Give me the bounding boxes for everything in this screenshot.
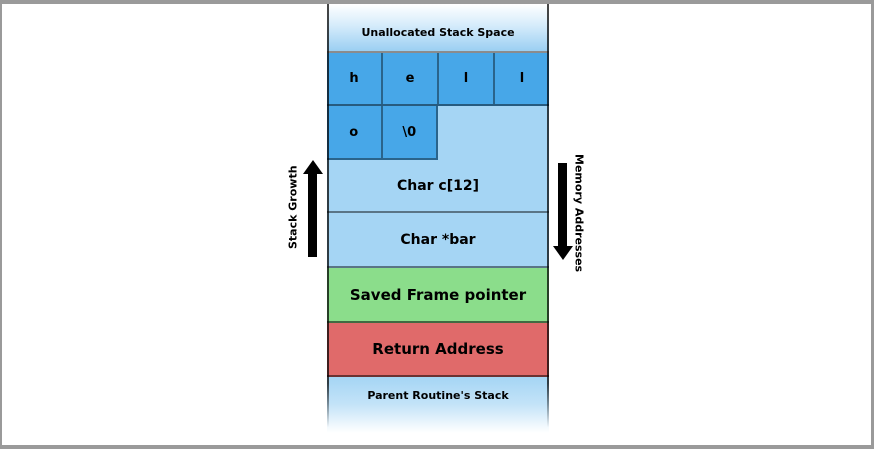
buffer-cell-l2: l xyxy=(519,71,525,86)
saved-frame-pointer-label: Saved Frame pointer xyxy=(349,285,527,304)
char-pointer-label: Char *bar xyxy=(400,231,476,248)
char-pointer-section: Char *bar xyxy=(327,213,549,268)
unallocated-stack-space-label: Unallocated Stack Space xyxy=(361,26,515,39)
char-array-section: o \0 Char c[12] xyxy=(327,106,549,213)
stack-growth-arrow-up-icon xyxy=(303,160,323,174)
buffer-cell-null: \0 xyxy=(382,106,438,160)
saved-frame-pointer-section: Saved Frame pointer xyxy=(327,268,549,323)
memory-addresses-arrow-down-icon xyxy=(553,246,573,260)
memory-addresses-arrow-shaft xyxy=(558,163,567,247)
parent-routine-stack-section: Parent Routine's Stack xyxy=(327,377,549,445)
char-array-label: Char c[12] xyxy=(396,177,480,194)
return-address-label: Return Address xyxy=(372,340,504,358)
buffer-cells-row-1: h e l l xyxy=(327,53,549,106)
stack-column: Unallocated Stack Space h e l l o \0 Cha… xyxy=(327,4,549,445)
buffer-cell-l1: l xyxy=(439,53,495,104)
memory-addresses-label: Memory Addresses xyxy=(572,153,586,273)
buffer-cell-h: h xyxy=(327,53,383,104)
stack-growth-arrow-shaft xyxy=(308,173,317,257)
buffer-cell-o: o xyxy=(327,106,383,160)
parent-routine-stack-label: Parent Routine's Stack xyxy=(367,389,509,402)
stack-right-edge-line xyxy=(547,4,549,445)
buffer-cells-row-2: o \0 xyxy=(327,106,438,160)
stack-left-edge-line xyxy=(327,4,329,445)
return-address-section: Return Address xyxy=(327,323,549,377)
unallocated-stack-space-section: Unallocated Stack Space xyxy=(327,4,549,53)
stack-growth-label: Stack Growth xyxy=(286,165,300,249)
buffer-cell-e: e xyxy=(383,53,439,104)
